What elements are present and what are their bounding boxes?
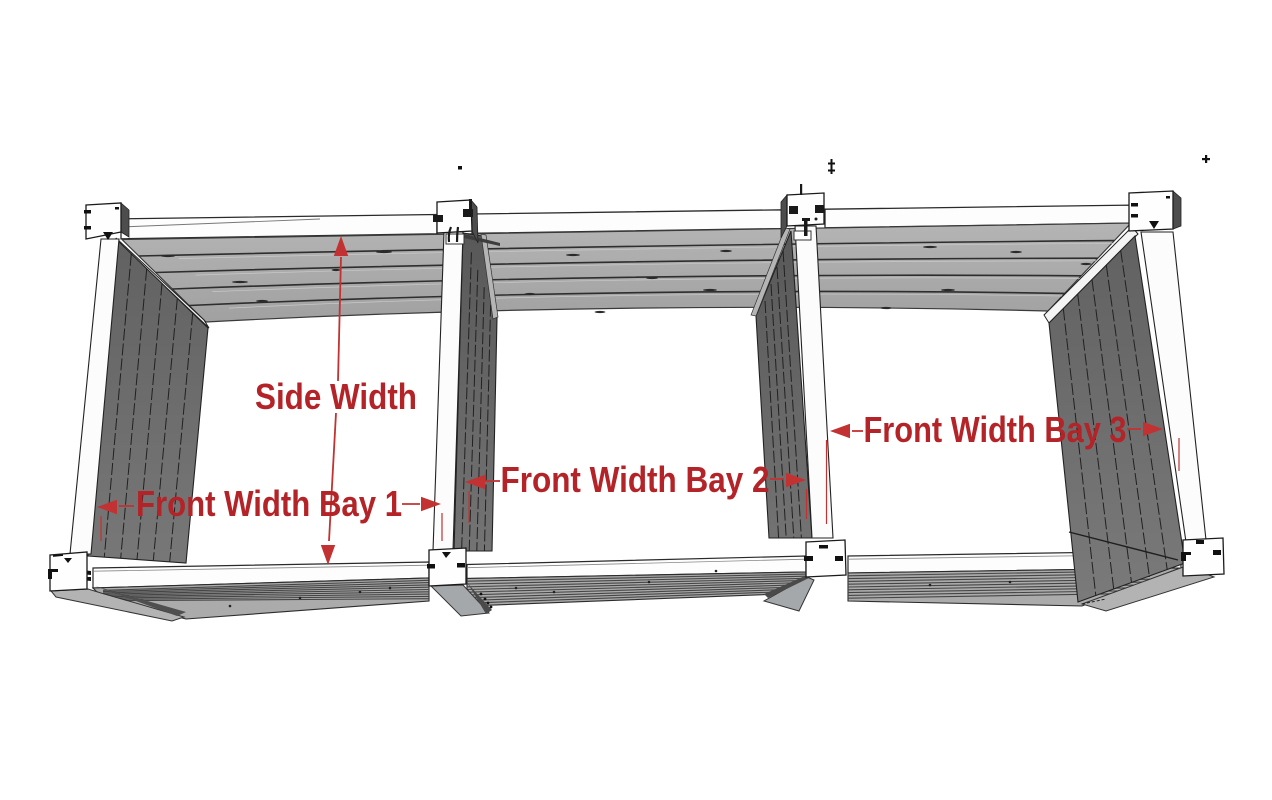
svg-text:Front Width Bay 3: Front Width Bay 3 [864,409,1127,450]
svg-text:Front Width Bay 1: Front Width Bay 1 [136,483,402,524]
svg-text:Front Width Bay 2: Front Width Bay 2 [501,459,770,500]
svg-text:Side Width: Side Width [255,376,417,417]
